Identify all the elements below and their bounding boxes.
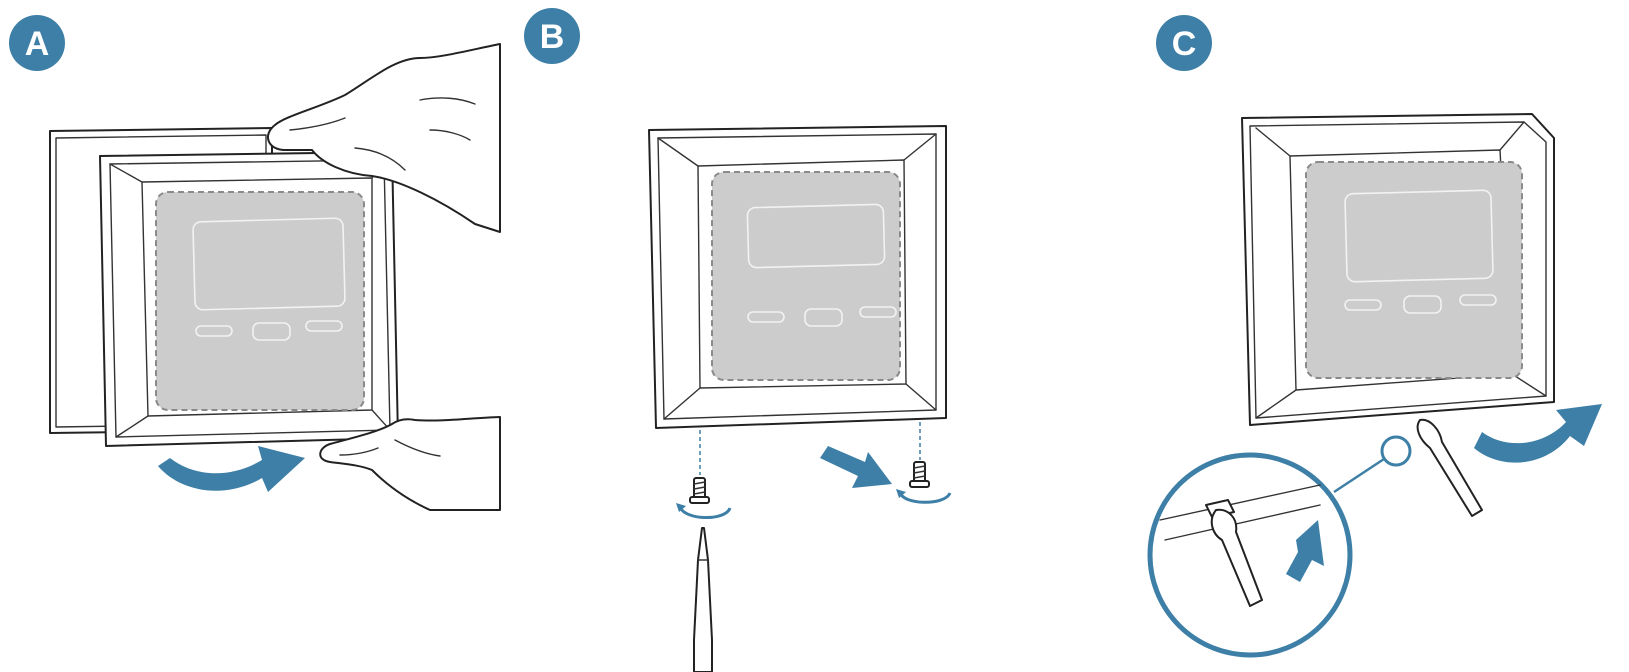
rotate-arrow-icon <box>158 446 305 492</box>
screw-icon <box>676 477 732 520</box>
magnifier-callout-icon <box>1147 435 1412 658</box>
hand-icon <box>266 43 501 233</box>
display-screen <box>711 171 901 381</box>
thermostat-unit <box>1241 113 1555 426</box>
step-a-panel: A <box>9 15 501 511</box>
rotate-arrow-icon <box>820 446 892 488</box>
step-b-label: B <box>540 18 565 56</box>
callout-detail <box>1159 484 1324 607</box>
step-b-panel: B <box>524 8 952 672</box>
step-b-badge: B <box>524 8 580 64</box>
step-a-label: A <box>25 25 50 63</box>
display-screen <box>1305 161 1523 379</box>
screw-icon <box>896 461 952 504</box>
display-screen <box>155 191 365 411</box>
rotate-arrow-icon <box>1474 404 1602 463</box>
screwdriver-icon <box>1416 418 1483 517</box>
thermostat-front-cover <box>99 151 399 447</box>
screwdriver-icon <box>693 527 713 672</box>
hand-icon <box>319 416 501 511</box>
step-c-panel: C <box>1147 15 1602 658</box>
step-c-label: C <box>1172 25 1197 63</box>
step-a-badge: A <box>9 15 65 71</box>
thermostat-unit <box>648 125 947 429</box>
step-c-badge: C <box>1156 15 1212 71</box>
